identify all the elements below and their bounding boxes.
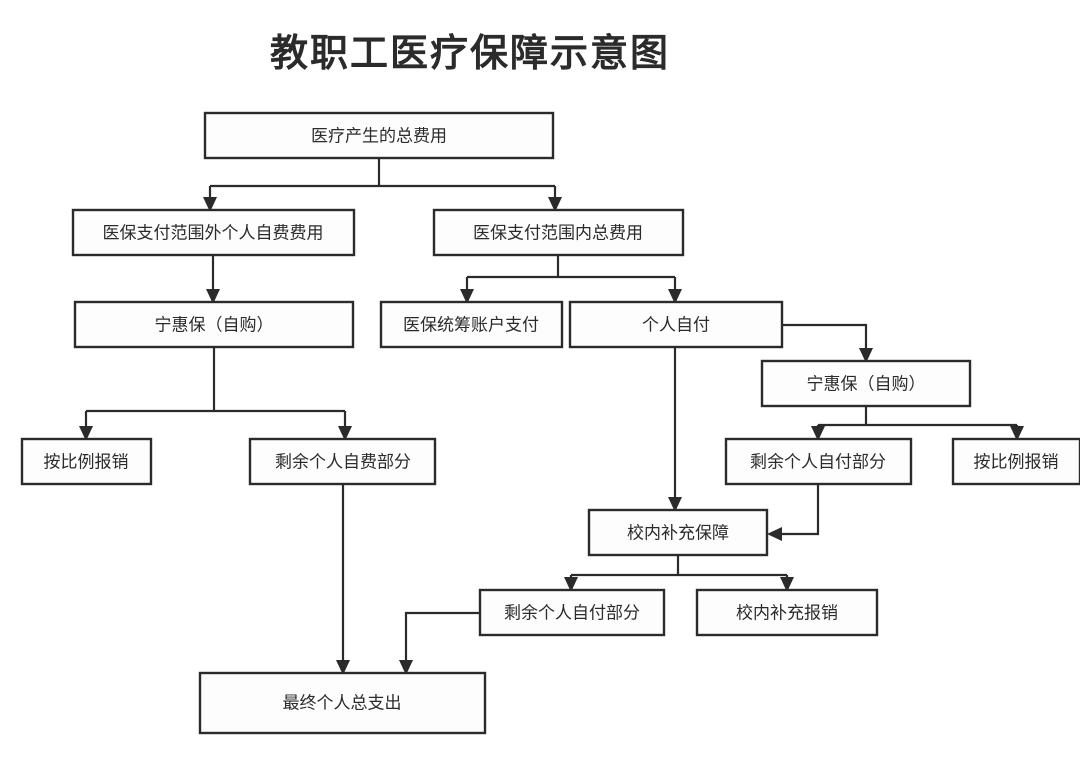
edge-ninghuibao2-split-trunk: [816, 406, 1019, 431]
arrowhead-to-pooled-account: [460, 289, 474, 304]
arrowhead-to-ninghuibao2: [859, 348, 873, 363]
edge-ninghuibao-split-trunk: [84, 347, 347, 431]
node-personal-self-pay[interactable]: 个人自付: [568, 300, 784, 349]
node-campus-supplementary-coverage[interactable]: 校内补充保障: [587, 508, 769, 557]
node-label: 最终个人总支出: [283, 693, 402, 712]
node-proportional-reimbursement-left[interactable]: 按比例报销: [20, 437, 153, 486]
node-in-scope-total-cost[interactable]: 医保支付范围内总费用: [432, 208, 685, 257]
arrowhead-to-campus-supplement: [668, 497, 682, 512]
arrowhead-to-final-total-left: [336, 660, 350, 675]
node-remaining-personal-self-cost[interactable]: 剩余个人自费部分: [248, 437, 437, 486]
node-label: 校内补充保障: [627, 523, 729, 542]
edge-remaining-self-pay-to-campus-supplement-line: [777, 484, 820, 536]
node-campus-supplementary-reimbursement[interactable]: 校内补充报销: [695, 588, 879, 637]
edge-self-pay-to-ninghuibao2-line: [782, 323, 868, 353]
arrowhead-to-final-total-right: [399, 660, 413, 675]
arrowhead-to-remaining-self-pay2: [564, 577, 578, 592]
edge-total-split-trunk: [208, 158, 557, 202]
node-remaining-personal-self-pay-1[interactable]: 剩余个人自付部分: [724, 437, 913, 486]
arrowhead-to-in-scope: [548, 197, 562, 212]
edge-remaining-self-pay2-to-final-line: [404, 611, 480, 665]
node-final-personal-total-expense[interactable]: 最终个人总支出: [198, 671, 487, 735]
node-total-medical-cost[interactable]: 医疗产生的总费用: [203, 111, 555, 160]
node-label: 校内补充报销: [736, 603, 838, 622]
node-label: 个人自付: [642, 315, 710, 334]
node-pooled-account-payment[interactable]: 医保统筹账户支付: [379, 300, 564, 349]
arrowhead-to-remaining-self-pay: [811, 426, 825, 441]
node-label: 剩余个人自付部分: [504, 603, 640, 622]
node-remaining-personal-self-pay-2[interactable]: 剩余个人自付部分: [478, 588, 666, 637]
arrowhead-to-self-pay: [668, 289, 682, 304]
node-label: 宁惠保（自购）: [807, 374, 926, 393]
page-title: 教职工医疗保障示意图: [0, 22, 1080, 77]
arrowhead-to-proportional-reimburse-left: [79, 426, 93, 441]
page-title-text: 教职工医疗保障示意图: [269, 33, 670, 75]
node-label: 医保支付范围内总费用: [473, 223, 643, 242]
node-label: 剩余个人自费部分: [275, 452, 411, 471]
arrowhead-to-proportional-reimburse-right: [1010, 426, 1024, 441]
arrowhead-to-ninghuibao: [206, 289, 220, 304]
arrowhead-into-campus-supplement-right: [767, 527, 782, 541]
arrowhead-to-campus-reimburse: [780, 577, 794, 592]
node-label: 医保支付范围外个人自费费用: [103, 223, 324, 242]
node-label: 宁惠保（自购）: [155, 315, 274, 334]
node-out-of-scope-self-cost[interactable]: 医保支付范围外个人自费费用: [71, 208, 356, 257]
node-label: 按比例报销: [44, 452, 129, 471]
node-label: 医疗产生的总费用: [311, 126, 447, 145]
node-label: 按比例报销: [974, 452, 1059, 471]
connector-layer: [79, 158, 1024, 675]
edge-in-scope-split-trunk: [465, 255, 677, 294]
node-ninghuibao-self-purchase-2[interactable]: 宁惠保（自购）: [760, 359, 972, 408]
node-label: 医保统筹账户支付: [403, 315, 539, 334]
arrowhead-to-remaining-self-cost: [338, 426, 352, 441]
node-ninghuibao-self-purchase-1[interactable]: 宁惠保（自购）: [73, 300, 355, 349]
arrowhead-to-out-of-scope: [203, 197, 217, 212]
edge-campus-supplement-split-trunk: [569, 555, 789, 582]
node-layer: 医疗产生的总费用 医保支付范围外个人自费费用 医保支付范围内总费用 宁惠保（自购…: [20, 111, 1080, 735]
node-proportional-reimbursement-right[interactable]: 按比例报销: [951, 437, 1080, 486]
node-label: 剩余个人自付部分: [750, 452, 886, 471]
